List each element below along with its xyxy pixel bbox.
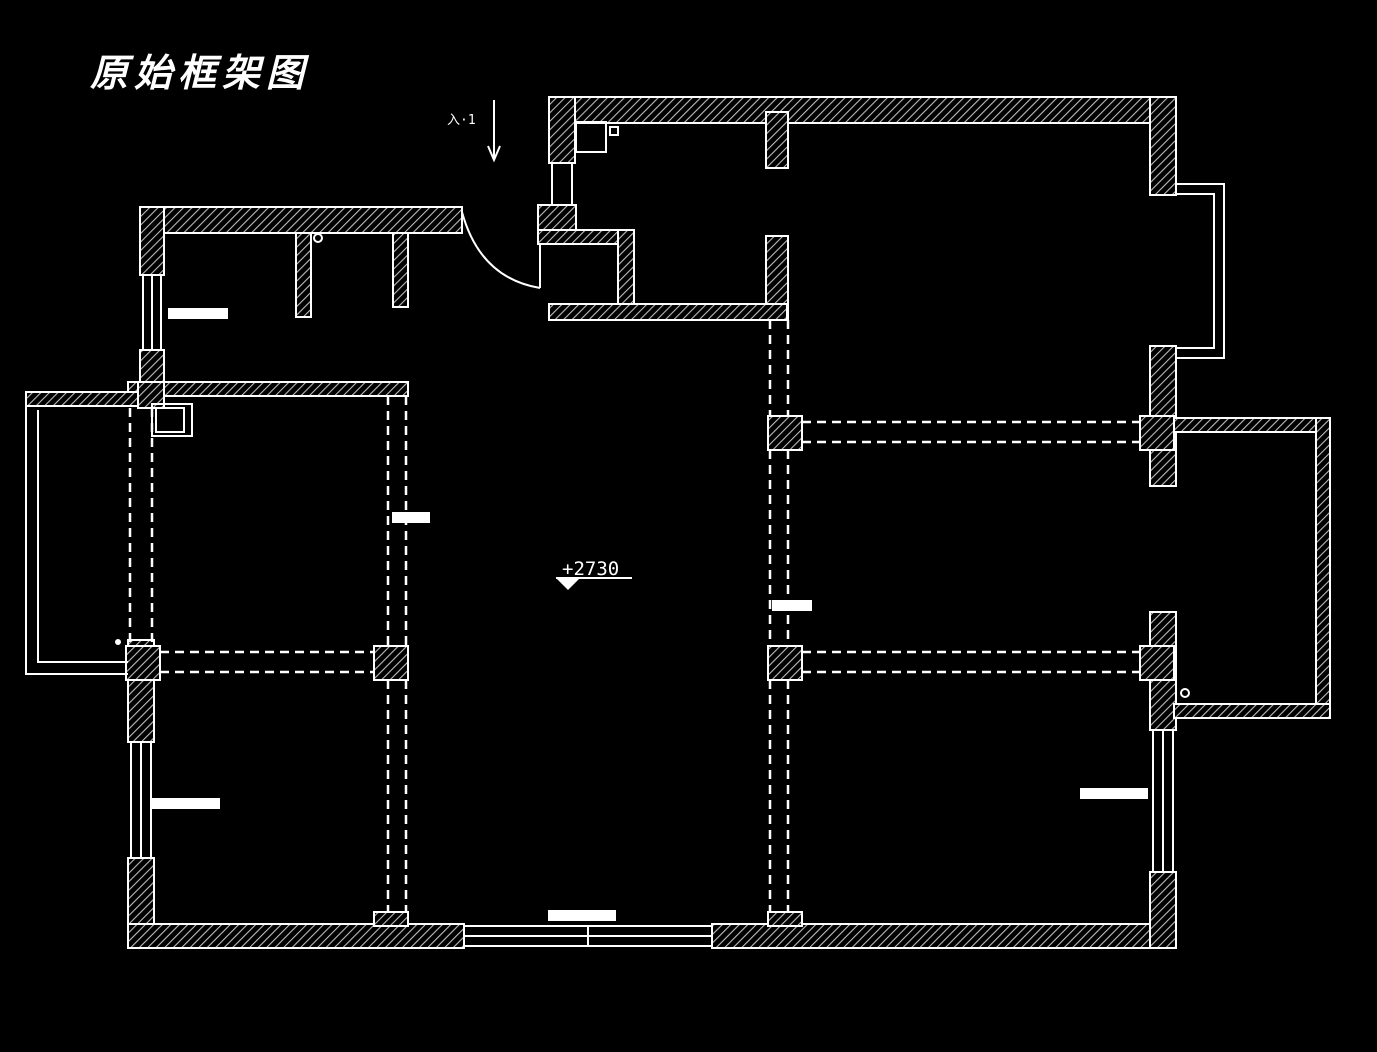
drain-1 (313, 233, 323, 243)
wall-stub-2 (392, 232, 409, 308)
wall-corner-bm (767, 911, 803, 927)
plan-title: 原始框架图 (90, 50, 311, 95)
wall-entry-left (548, 96, 576, 164)
column-1 (125, 645, 161, 681)
radiator-bottom (548, 910, 616, 921)
pipe-entry (609, 126, 619, 136)
entrance-marker: 入·1 (447, 100, 501, 163)
wall-stub-1 (295, 232, 312, 318)
meter-box-right (772, 600, 812, 611)
wall-bottom-left (127, 923, 465, 949)
column-3 (767, 645, 803, 681)
elevation-marker: +2730 (556, 558, 632, 590)
wall-right-upper (1149, 96, 1177, 196)
wall-entry-bottom (548, 303, 788, 321)
column-6 (1139, 645, 1175, 681)
entrance-label: 入·1 (447, 113, 476, 128)
balcony-right-side (1315, 417, 1331, 719)
shaft-left (151, 403, 193, 437)
balcony-left-top (25, 391, 141, 407)
bay-window-right (1176, 183, 1225, 359)
column-4 (767, 415, 803, 451)
fixtures (115, 121, 1190, 921)
wall-left-bedroom-top (127, 381, 409, 397)
radiator-right-lower (1080, 788, 1148, 799)
balcony-right-bottom (1173, 703, 1331, 719)
beam-lines (128, 320, 1140, 912)
meter-box-left (392, 512, 430, 523)
shaft-entry (575, 121, 607, 153)
radiator-left-lower (152, 798, 220, 809)
drain-2 (1180, 688, 1190, 698)
balcony-right-rail (1186, 431, 1317, 705)
wall-right-lower (1149, 871, 1177, 949)
entry-door-swing (461, 211, 541, 289)
window-entry (551, 162, 573, 206)
wall-left-upper (139, 206, 165, 276)
balcony-right-top (1173, 417, 1331, 433)
wall-top-left (139, 206, 463, 234)
drain-3 (115, 639, 121, 645)
windows (25, 162, 1317, 947)
wall-top-right (548, 96, 1177, 124)
wall-corner-bl (373, 911, 409, 927)
elevation-label: +2730 (562, 558, 619, 580)
wall-entry-right (617, 229, 635, 307)
column-5 (1139, 415, 1175, 451)
radiator-upper-left (168, 308, 228, 319)
balcony-left-rail (25, 406, 128, 675)
wall-inner-col-a (765, 111, 789, 169)
wall-bottom-right (711, 923, 1177, 949)
column-2 (373, 645, 409, 681)
exterior-walls (25, 96, 1331, 949)
